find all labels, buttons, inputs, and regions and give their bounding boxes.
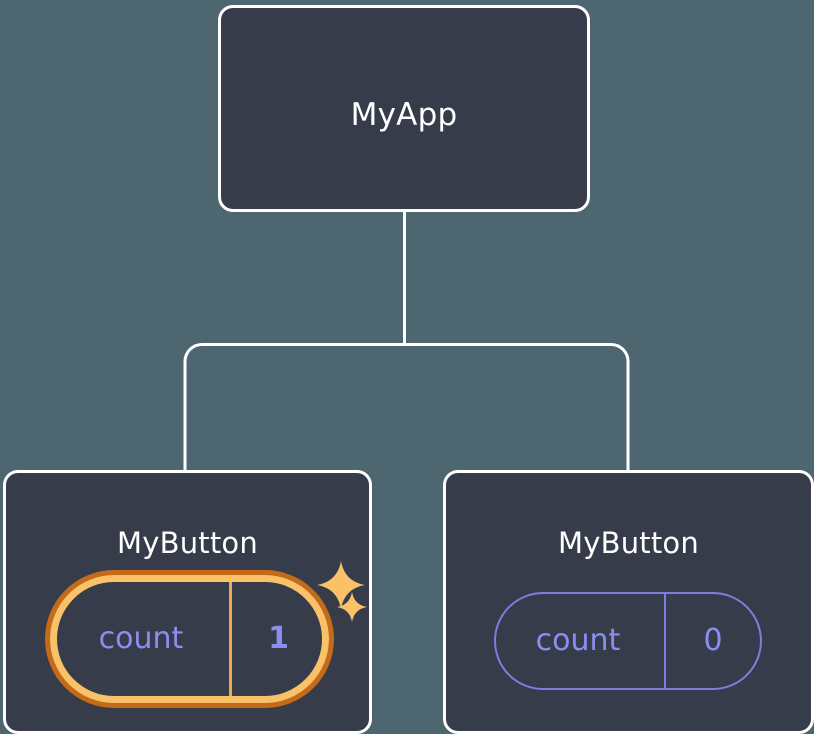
state-key-left: count bbox=[98, 621, 184, 656]
state-value-right: 0 bbox=[664, 594, 760, 688]
state-pill-left-highlighted[interactable]: count 1 bbox=[45, 570, 334, 708]
node-myapp[interactable]: MyApp bbox=[218, 5, 590, 212]
state-pill-right[interactable]: count 0 bbox=[494, 592, 762, 690]
state-key-right: count bbox=[535, 623, 621, 658]
node-myapp-label: MyApp bbox=[350, 97, 458, 133]
state-pill-left-inner-ring: count 1 bbox=[50, 575, 329, 703]
state-value-left: 1 bbox=[229, 582, 325, 696]
edge-branch-to-left-child bbox=[183, 343, 405, 470]
edge-branch-to-right-child bbox=[404, 343, 630, 470]
node-mybutton-right-label: MyButton bbox=[558, 526, 699, 560]
node-mybutton-left-label: MyButton bbox=[117, 526, 258, 560]
